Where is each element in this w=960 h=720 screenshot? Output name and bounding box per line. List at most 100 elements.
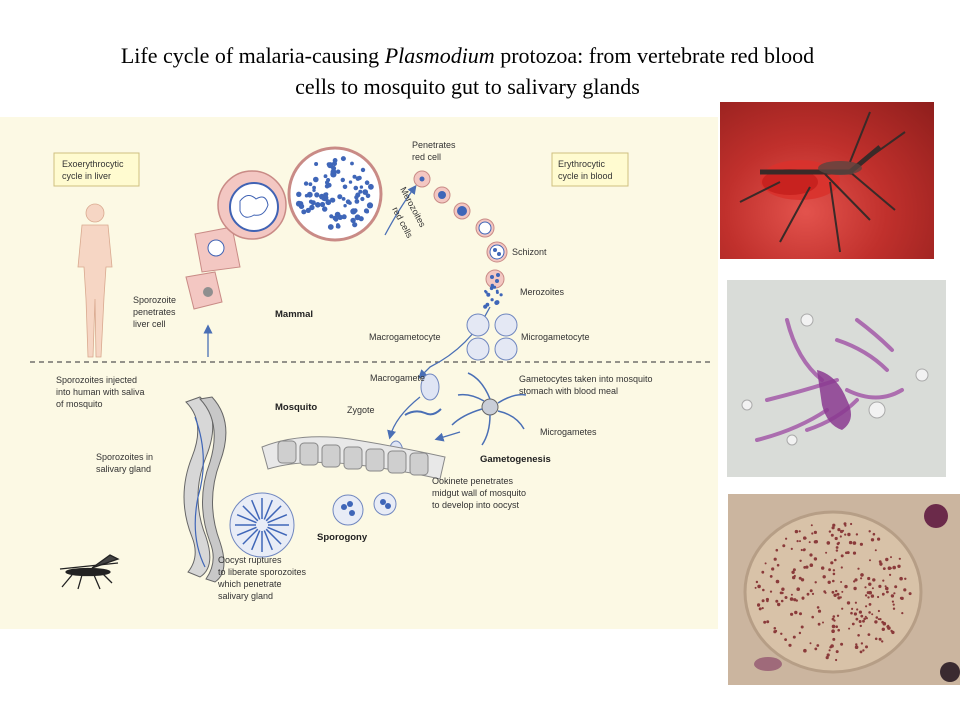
midgut-wall bbox=[261, 436, 446, 480]
parasite-dot bbox=[901, 612, 904, 615]
parasite-dot bbox=[869, 559, 871, 562]
parasite-dot bbox=[834, 558, 837, 562]
parasite-dot bbox=[489, 286, 494, 291]
parasite-dot bbox=[794, 529, 799, 534]
parasite-dot bbox=[862, 619, 865, 623]
parasite-dot bbox=[757, 604, 760, 607]
parasite-dot bbox=[323, 174, 328, 179]
parasite-dot bbox=[840, 554, 844, 558]
parasite-dot bbox=[859, 650, 863, 654]
parasite-dot bbox=[837, 628, 840, 632]
parasite-dot bbox=[799, 559, 802, 562]
mosquito-feeding-photo bbox=[720, 102, 934, 259]
life-cycle-diagram: Exoerythrocytic cycle in liver Erythrocy… bbox=[0, 117, 718, 629]
parasite-dot bbox=[854, 578, 858, 582]
parasite-dot bbox=[844, 533, 847, 536]
parasite-dot bbox=[350, 217, 356, 224]
parasite-dot bbox=[490, 283, 494, 288]
rbc-ring-1 bbox=[433, 186, 451, 204]
parasite-dot bbox=[854, 601, 857, 604]
parasite-dot bbox=[806, 592, 810, 596]
sporozoite-spoke bbox=[251, 499, 261, 520]
parasite-dot bbox=[795, 599, 798, 602]
parasite-dot bbox=[348, 180, 353, 184]
parasite-dot bbox=[868, 582, 872, 586]
label-salivary-1: Sporozoites in bbox=[96, 452, 153, 462]
parasite-dot bbox=[777, 602, 781, 607]
parasite-dot bbox=[809, 589, 813, 593]
parasite-dot bbox=[800, 625, 804, 629]
parasite-dot bbox=[877, 537, 881, 541]
parasite-dot bbox=[830, 533, 834, 537]
parasite-dot bbox=[831, 629, 835, 633]
parasite-dot bbox=[805, 565, 809, 569]
parasite-dot bbox=[794, 610, 798, 615]
microgametocyte-cells bbox=[494, 313, 518, 361]
parasite-dot bbox=[821, 566, 825, 570]
label-penetrates-2: red cell bbox=[412, 152, 441, 162]
oocyst-small-1 bbox=[373, 492, 397, 516]
parasite-dot bbox=[857, 567, 860, 570]
parasite-dot bbox=[832, 523, 836, 527]
parasite-dot bbox=[782, 544, 786, 548]
parasite-dot bbox=[494, 300, 499, 305]
parasite-dot bbox=[330, 169, 337, 175]
microgamete-cluster bbox=[451, 372, 527, 446]
parasite-dot bbox=[327, 162, 334, 169]
parasite-dot bbox=[800, 548, 803, 552]
parasite-dot bbox=[841, 529, 845, 532]
parasite-dot bbox=[312, 185, 316, 190]
parasite-dot bbox=[835, 546, 839, 549]
parasite-dot bbox=[319, 201, 326, 208]
title-part1: Life cycle of malaria-causing bbox=[120, 43, 385, 68]
parasite-dot bbox=[340, 177, 345, 183]
parasite-dot bbox=[877, 609, 880, 613]
parasite-dot bbox=[891, 600, 894, 603]
parasite-dot bbox=[837, 596, 841, 600]
parasite-dot bbox=[803, 536, 807, 540]
parasite-dot bbox=[891, 630, 895, 635]
parasite-dot bbox=[368, 183, 374, 190]
parasite-dot bbox=[899, 576, 903, 581]
parasite-dot bbox=[871, 613, 874, 616]
sporozoite-spoke bbox=[242, 528, 259, 545]
parasite-dot bbox=[846, 601, 851, 605]
parasite-dot bbox=[798, 530, 801, 533]
parasite-dot bbox=[904, 577, 907, 580]
parasite-dot bbox=[839, 596, 842, 599]
parasite-dot bbox=[903, 588, 907, 592]
parasite-dot bbox=[822, 575, 826, 579]
parasite-dot bbox=[322, 206, 328, 212]
parasite-dot bbox=[810, 524, 813, 527]
parasite-dot bbox=[754, 586, 757, 589]
parasite-dot bbox=[355, 192, 361, 198]
parasite-dot bbox=[831, 526, 835, 530]
parasite-dot bbox=[808, 541, 811, 544]
free-merozoites bbox=[483, 283, 503, 309]
label-oocyst-3: which penetrate bbox=[217, 579, 282, 589]
parasite-dot bbox=[758, 607, 762, 611]
gut-epithelial-cell bbox=[321, 444, 341, 468]
parasite-dot bbox=[813, 530, 817, 534]
parasite-dot bbox=[882, 567, 886, 570]
parasite-dot bbox=[296, 191, 302, 197]
parasite-dot bbox=[835, 650, 839, 654]
label-mosquito: Mosquito bbox=[275, 402, 317, 413]
parasite-dot bbox=[773, 557, 777, 561]
parasite-dot bbox=[353, 185, 359, 191]
parasite-dot bbox=[771, 567, 775, 571]
parasite-dot bbox=[799, 612, 802, 616]
parasite-dot bbox=[301, 209, 307, 215]
parasite-dot bbox=[859, 624, 862, 628]
parasite-dot bbox=[841, 607, 844, 610]
parasite-dot bbox=[792, 568, 796, 572]
gut-epithelial-cell bbox=[343, 446, 363, 470]
gut-epithelial-cell bbox=[409, 452, 429, 476]
parasite-dot bbox=[811, 532, 814, 535]
gut-epithelial-cell bbox=[387, 450, 407, 474]
parasite-dot bbox=[886, 590, 889, 594]
parasite-dot bbox=[864, 594, 868, 597]
parasite-dot bbox=[835, 589, 838, 593]
parasite-dot bbox=[308, 182, 313, 187]
parasite-dot bbox=[359, 185, 364, 189]
